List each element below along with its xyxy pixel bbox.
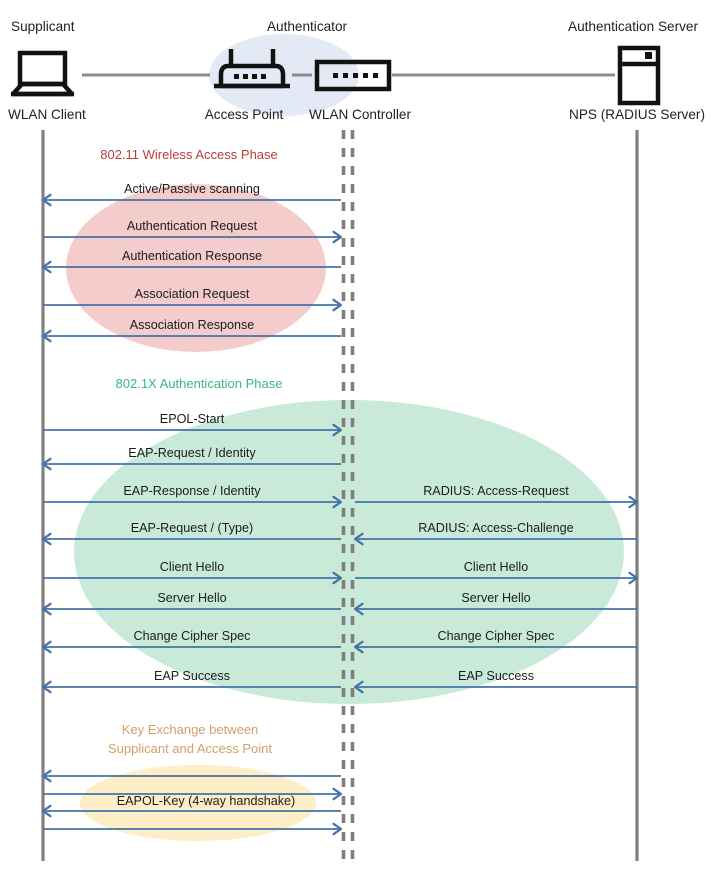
server-rack-icon (617, 45, 661, 106)
message-label: RADIUS: Access-Challenge (418, 521, 574, 535)
phase-title-key-exchange-line1: Key Exchange between (121, 722, 259, 737)
phase-title-80211: 802.11 Wireless Access Phase (100, 147, 278, 162)
eapol-key-handshake-label: EAPOL-Key (4-way handshake) (116, 794, 296, 808)
actor-role-auth-server: Authentication Server (568, 19, 698, 34)
actor-role-authenticator: Authenticator (266, 19, 348, 34)
wireless-access-point-icon (214, 49, 290, 89)
phase-80211-ellipse (66, 184, 326, 352)
message-label: Change Cipher Spec (133, 629, 251, 643)
message-label: RADIUS: Access-Request (423, 484, 569, 498)
message-label: EAP-Response / Identity (123, 484, 261, 498)
message-arrow (41, 260, 341, 274)
message-arrow (43, 822, 343, 836)
message-arrow (43, 423, 343, 437)
message-label: EAP Success (153, 669, 231, 683)
message-label: Change Cipher Spec (437, 629, 555, 643)
message-arrow (43, 787, 343, 801)
message-arrow (353, 680, 637, 694)
message-arrow (353, 532, 637, 546)
wlan-controller-icon (314, 59, 392, 92)
actor-device-nps-radius-server: NPS (RADIUS Server) (569, 107, 705, 122)
message-label: Association Response (129, 318, 255, 332)
message-label: Active/Passive scanning (124, 182, 260, 196)
message-arrow (43, 571, 343, 585)
message-label: Authentication Request (126, 219, 258, 233)
message-arrow (41, 769, 341, 783)
message-arrow (353, 640, 637, 654)
message-arrow-group (41, 193, 639, 836)
message-label: EPOL-Start (159, 412, 225, 426)
message-arrow (353, 602, 637, 616)
actor-device-access-point: Access Point (204, 107, 284, 122)
message-label: EAP Success (457, 669, 535, 683)
message-label: EAP-Request / (Type) (130, 521, 254, 535)
message-arrow (41, 804, 341, 818)
message-arrow (43, 298, 343, 312)
actor-device-wlan-client: WLAN Client (8, 107, 86, 122)
message-label: Association Request (134, 287, 250, 301)
phase-8021x-ellipse (74, 400, 624, 704)
message-label: Server Hello (461, 591, 531, 605)
message-arrow (355, 495, 639, 509)
phase-key-exchange-ellipse (80, 765, 316, 841)
phase-title-8021x: 802.1X Authentication Phase (115, 376, 283, 391)
message-arrow (41, 640, 341, 654)
message-label: Client Hello (159, 560, 225, 574)
laptop-icon (10, 50, 75, 97)
message-label: EAP-Request / Identity (128, 446, 256, 460)
message-arrow (41, 329, 341, 343)
message-label: Server Hello (157, 591, 227, 605)
message-arrow (41, 602, 341, 616)
message-arrow (41, 532, 341, 546)
message-arrow (41, 193, 341, 207)
message-label: Authentication Response (121, 249, 263, 263)
phase-title-key-exchange-line2: Supplicant and Access Point (107, 741, 273, 756)
message-arrow (355, 571, 639, 585)
message-label: Client Hello (463, 560, 529, 574)
message-arrow (43, 230, 343, 244)
actor-device-wlan-controller: WLAN Controller (309, 107, 411, 122)
actor-role-supplicant: Supplicant (11, 19, 75, 34)
message-arrow (41, 457, 341, 471)
message-arrow (43, 495, 343, 509)
message-arrow (41, 680, 341, 694)
